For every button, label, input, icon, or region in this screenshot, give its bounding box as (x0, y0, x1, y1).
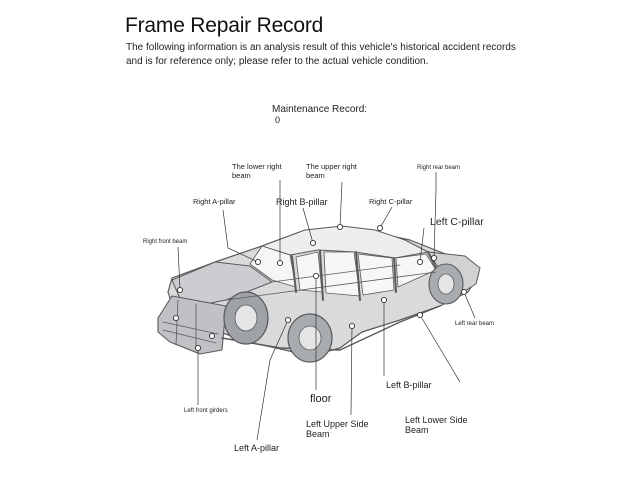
label-left-lower-side-beam: Left Lower Side Beam (405, 415, 468, 436)
maintenance-record-label: Maintenance Record: (272, 104, 368, 115)
label-left-a-pillar: Left A-pillar (234, 443, 280, 453)
leader-right-front-beam (177, 246, 181, 291)
leader-right-a-pillar (222, 209, 259, 263)
label-upper-right-beam: The upper right beam (306, 162, 357, 180)
leader-right-c-pillar (379, 206, 393, 229)
leader-left-lower-side-beam (419, 314, 461, 383)
label-right-a-pillar: Right A-pillar (193, 197, 236, 206)
leader-upper-right-beam (339, 181, 343, 228)
maintenance-record-value: 0 (275, 115, 281, 125)
label-left-c-pillar: Left C-pillar (430, 216, 484, 228)
label-lower-right-beam: The lower right beam (232, 162, 282, 180)
label-left-b-pillar: Left B-pillar (386, 380, 432, 390)
page-title: Frame Repair Record (125, 14, 324, 37)
leader-left-a-pillar (256, 319, 289, 441)
leader-right-b-pillar (302, 207, 314, 244)
page-description: The following information is an analysis… (126, 42, 516, 67)
leader-right-rear-beam (433, 172, 437, 259)
label-right-c-pillar: Right C-pillar (369, 197, 413, 206)
label-left-upper-side-beam: Left Upper Side Beam (306, 419, 369, 440)
label-right-rear-beam: Right rear beam (417, 165, 461, 171)
leader-left-c-pillar (419, 227, 425, 263)
leader-lines (177, 172, 476, 441)
marker-dots (172, 223, 468, 352)
label-floor: floor (310, 393, 332, 405)
car-body-illustration (157, 225, 481, 363)
label-left-rear-beam: Left rear beam (455, 321, 495, 327)
leader-left-rear-beam (463, 291, 476, 319)
label-right-front-beam: Right front beam (143, 239, 188, 245)
leader-left-upper-side-beam (350, 325, 353, 416)
label-right-b-pillar: Right B-pillar (276, 197, 328, 207)
label-left-front-girders: Left front girders (184, 408, 228, 414)
